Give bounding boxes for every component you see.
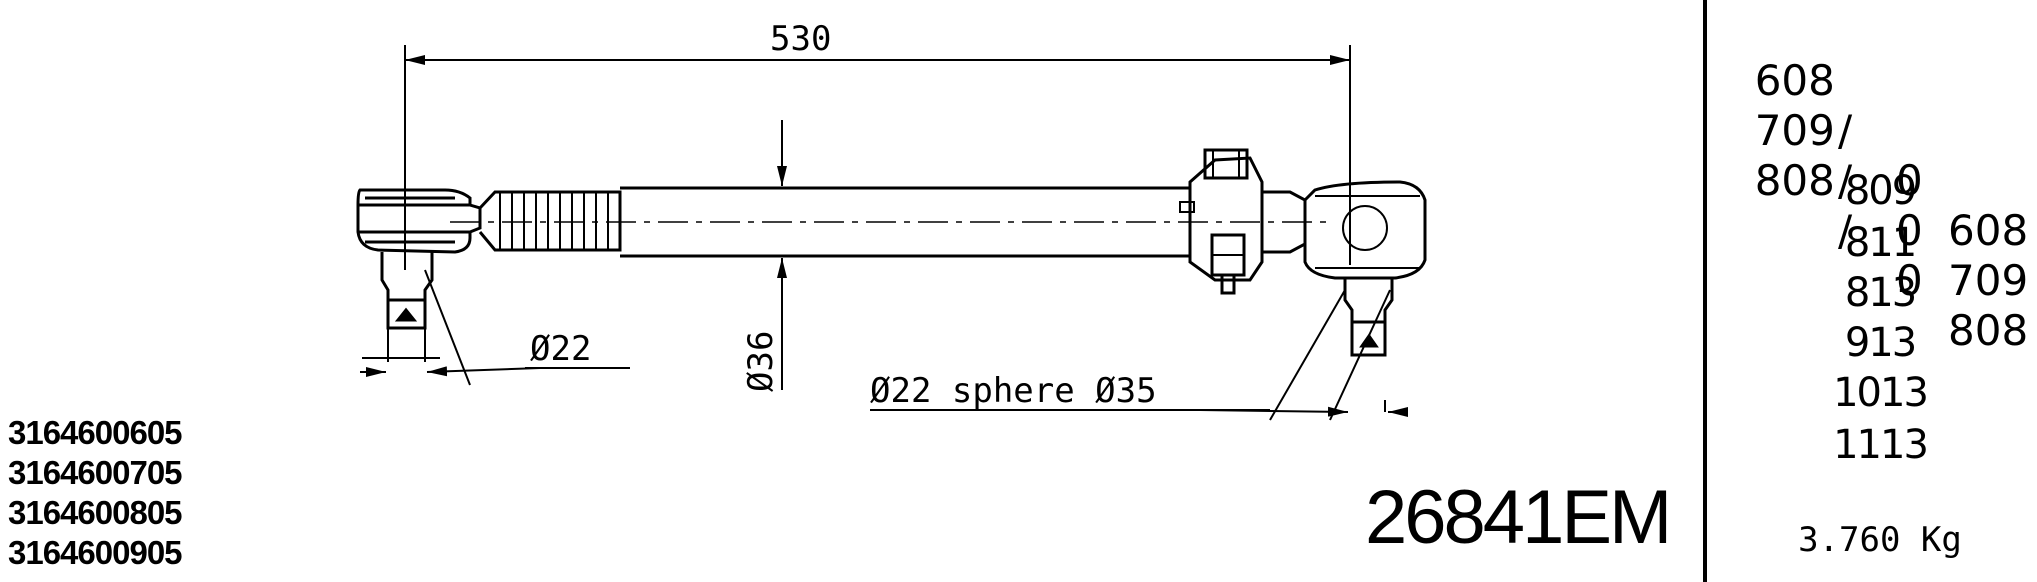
model-zero: 0 xyxy=(1896,206,1923,255)
model-right: 709 xyxy=(1948,256,2029,305)
model-right: 608 xyxy=(1948,206,2029,255)
tube-diameter-label: Ø36 xyxy=(741,331,781,392)
model-single-3: 813 xyxy=(1844,270,1917,316)
part-number-4: 3164600905 xyxy=(8,534,183,571)
sphere-label: Ø22 sphere Ø35 xyxy=(870,371,1157,411)
part-number-3: 3164600805 xyxy=(8,494,183,531)
pin-diameter-label: Ø22 xyxy=(530,329,591,369)
model-single-6: 1113 xyxy=(1833,422,1929,468)
pin-diameter-dimension xyxy=(360,269,630,386)
model-zero: 0 xyxy=(1896,156,1923,205)
reference-code: 26841EM xyxy=(1365,475,1672,560)
model-left: 808 xyxy=(1754,156,1835,205)
model-zero: 0 xyxy=(1896,256,1923,305)
left-ball-joint xyxy=(356,188,482,362)
model-single-5: 1013 xyxy=(1833,370,1929,416)
weight-label: 3.760 Kg xyxy=(1798,520,1962,560)
model-row-1: 608 / 0 608 xyxy=(1728,6,2028,256)
model-single-1: 809 xyxy=(1844,168,1917,214)
part-number-2: 3164600705 xyxy=(8,454,183,491)
model-left: 709 xyxy=(1754,106,1835,155)
length-label: 530 xyxy=(770,19,831,59)
model-right: 808 xyxy=(1948,306,2029,355)
column-divider xyxy=(1703,0,1707,582)
tie-rod-tube xyxy=(450,186,1330,258)
part-number-1: 3164600605 xyxy=(8,414,183,451)
model-left: 608 xyxy=(1754,56,1835,105)
model-row-2: 709 / 0 709 xyxy=(1728,56,2028,306)
model-single-4: 913 xyxy=(1844,320,1917,366)
model-separator: / xyxy=(1838,206,1853,255)
sphere-dimension xyxy=(870,289,1408,421)
model-separator: / xyxy=(1838,156,1853,205)
model-separator: / xyxy=(1838,106,1853,155)
model-row-3: 808 / 0 808 xyxy=(1728,106,2028,356)
model-single-2: 811 xyxy=(1844,220,1917,266)
right-clamp-bolt xyxy=(1179,148,1307,295)
length-dimension xyxy=(404,45,1351,270)
adjusting-clamp xyxy=(478,190,622,252)
tube-diameter-dimension xyxy=(770,120,795,390)
